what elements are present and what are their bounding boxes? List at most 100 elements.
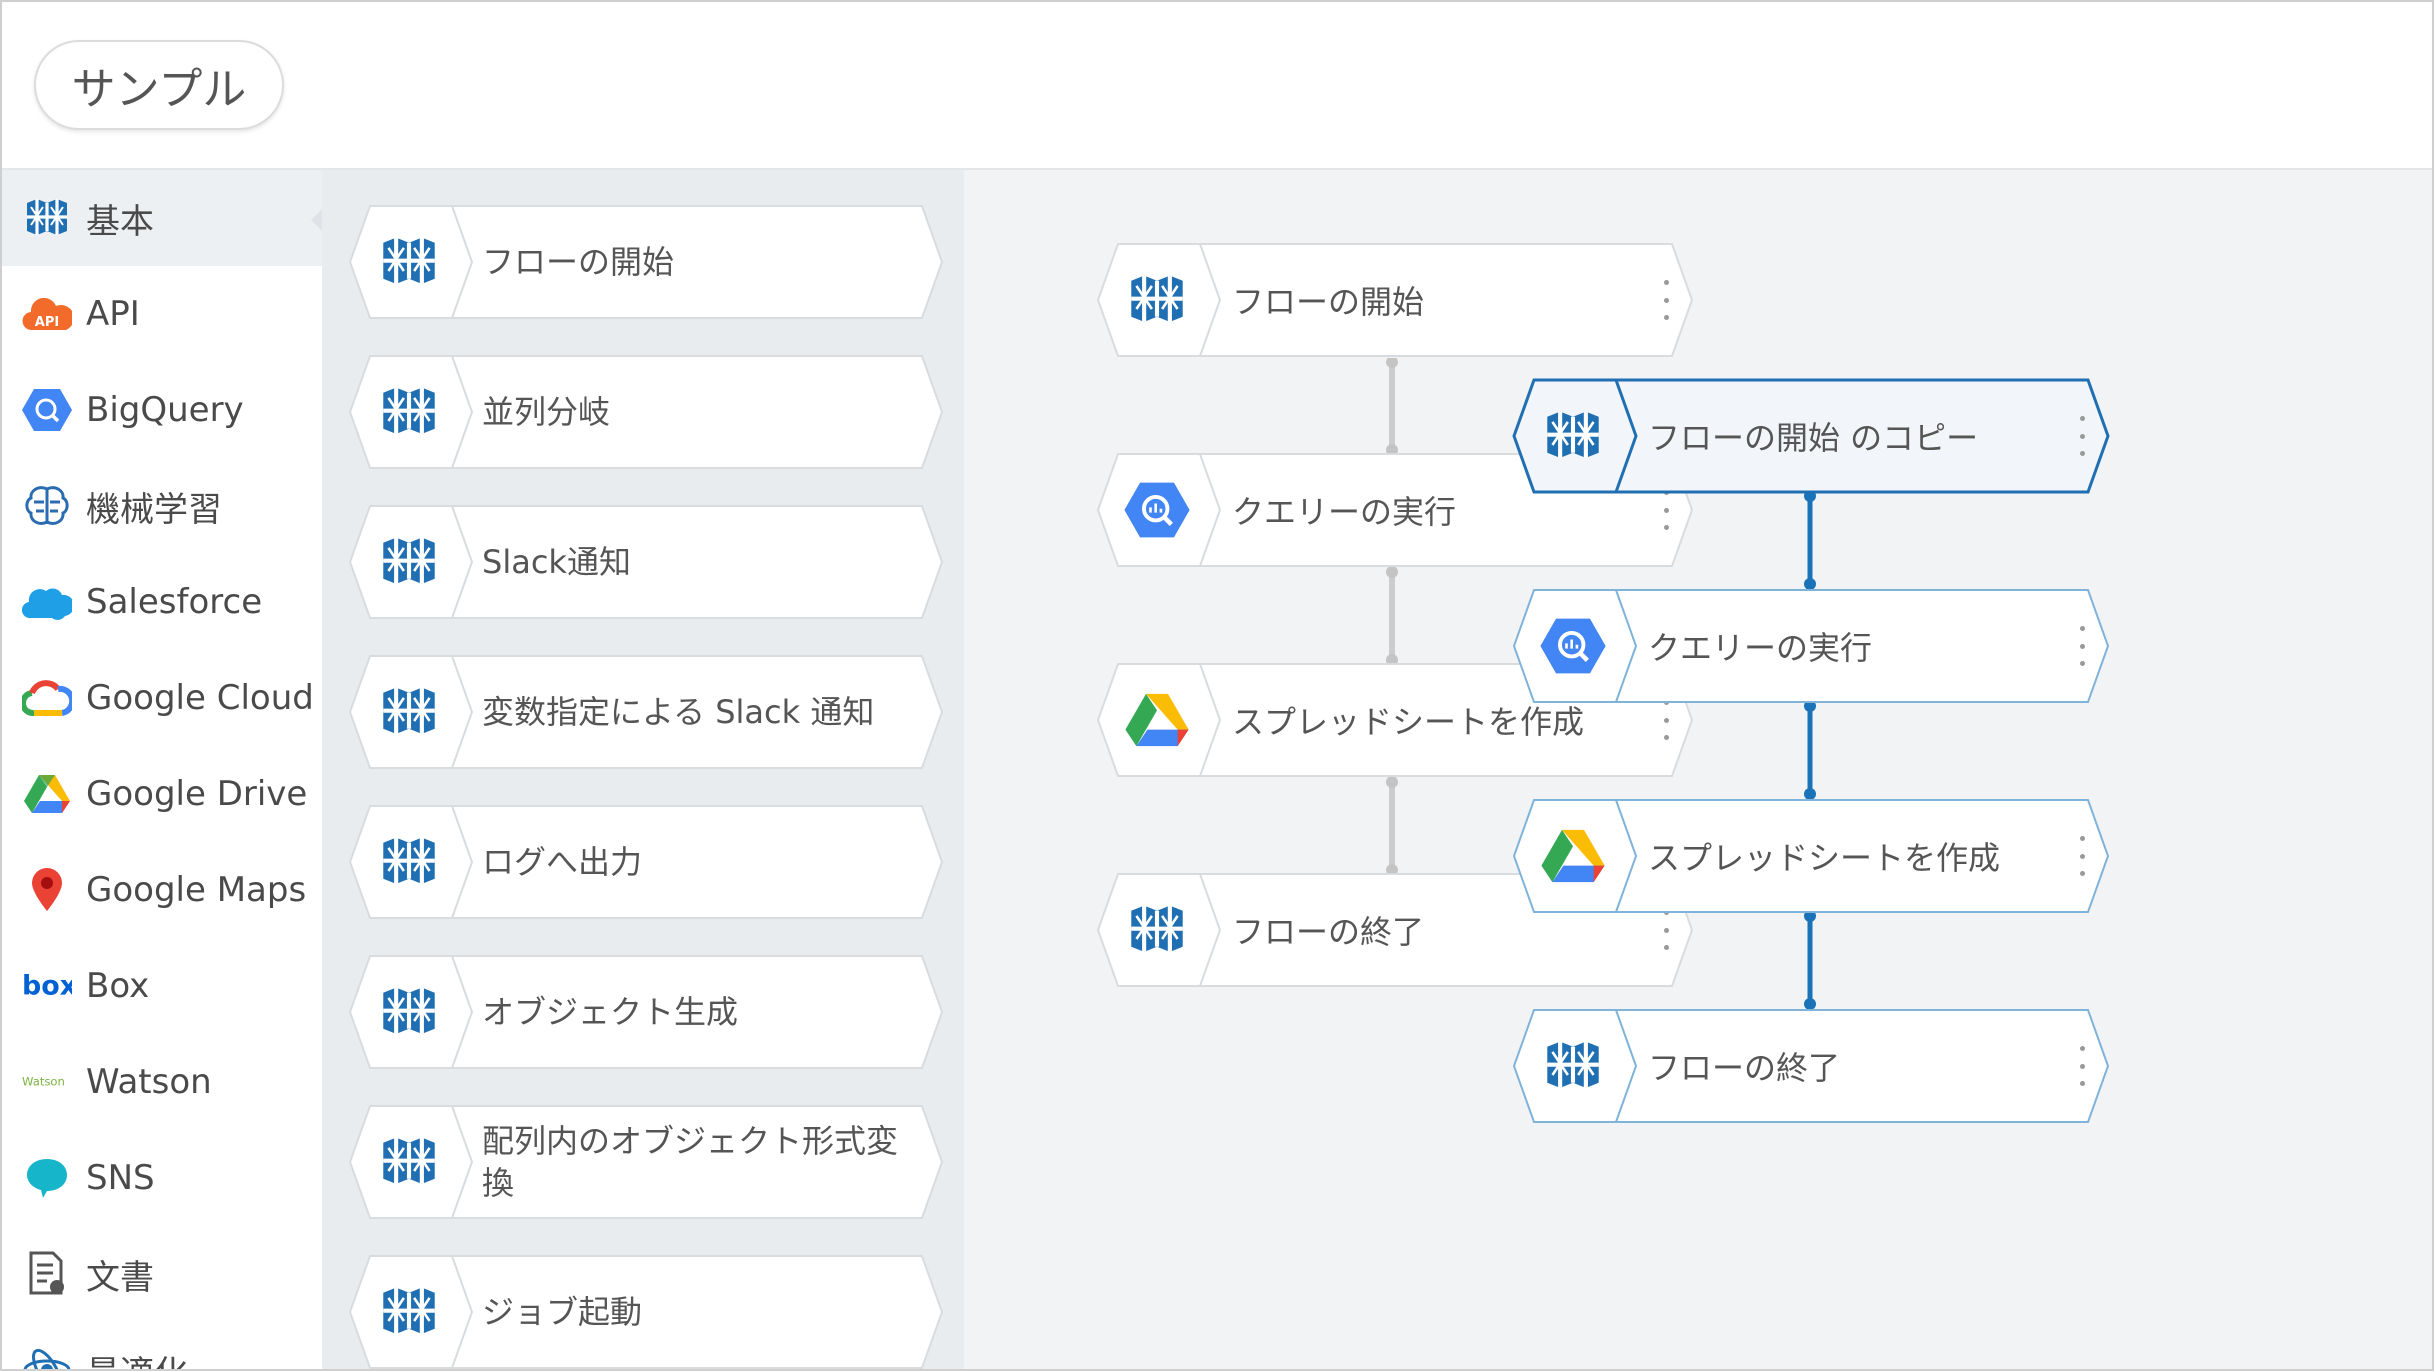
flow-node-label: スプレッドシートを作成 <box>1648 839 2001 877</box>
document-icon <box>22 1249 72 1299</box>
sidebar-item-label: 基本 <box>86 201 154 242</box>
more-vert-icon[interactable] <box>2072 1046 2092 1086</box>
basic-blocks-icon <box>22 193 72 243</box>
palette-item-label: ジョブ起動 <box>482 1293 643 1331</box>
svg-text:API: API <box>35 315 59 330</box>
basic-blocks-icon <box>378 233 440 291</box>
sidebar-item-label: Google Cloud <box>86 678 314 718</box>
flow-node-label: スプレッドシートを作成 <box>1232 703 1585 741</box>
palette-item-label: フローの開始 <box>482 243 675 281</box>
sidebar-item-label: Watson <box>86 1062 212 1102</box>
sidebar-item-google-cloud[interactable]: Google Cloud <box>2 650 322 746</box>
flow-node-end-copy[interactable]: フローの終了 <box>1512 1008 2110 1124</box>
sidebar-item-label: API <box>86 294 140 334</box>
more-vert-icon[interactable] <box>2072 416 2092 456</box>
sidebar-item-optimization[interactable]: 最適化 <box>2 1322 322 1369</box>
basic-blocks-icon <box>378 383 440 441</box>
basic-blocks-icon <box>378 983 440 1041</box>
sidebar-item-box[interactable]: box Box <box>2 938 322 1034</box>
google-drive-icon <box>1540 826 1606 886</box>
more-vert-icon[interactable] <box>2072 626 2092 666</box>
basic-blocks-icon <box>378 533 440 591</box>
sidebar-item-label: BigQuery <box>86 390 244 430</box>
flow-node-start-copy[interactable]: フローの開始 のコピー <box>1512 378 2110 494</box>
flow-node-start[interactable]: フローの開始 <box>1096 242 1694 358</box>
header-bar: サンプル <box>2 2 2432 170</box>
palette-item[interactable]: 変数指定による Slack 通知 <box>348 654 944 770</box>
palette-item-label: 変数指定による Slack 通知 <box>482 693 875 731</box>
chat-bubble-icon <box>22 1153 72 1203</box>
palette-item[interactable]: 並列分岐 <box>348 354 944 470</box>
component-palette: フローの開始 並列分岐 Slack通知 変数指定による Slack 通知 ログへ… <box>322 170 964 1369</box>
more-vert-icon[interactable] <box>1656 490 1676 530</box>
active-indicator <box>311 208 322 232</box>
palette-item-label: オブジェクト生成 <box>482 993 739 1031</box>
sidebar-item-label: 最適化 <box>86 1346 188 1370</box>
flow-node-spreadsheet-copy[interactable]: スプレッドシートを作成 <box>1512 798 2110 914</box>
salesforce-cloud-icon <box>22 577 72 627</box>
flow-node-label: クエリーの実行 <box>1648 629 1873 667</box>
sidebar-item-label: Salesforce <box>86 582 263 622</box>
tab-sample[interactable]: サンプル <box>34 40 284 130</box>
google-drive-icon <box>1124 690 1190 750</box>
flow-node-query-copy[interactable]: クエリーの実行 <box>1512 588 2110 704</box>
basic-blocks-icon <box>1126 901 1188 959</box>
more-vert-icon[interactable] <box>1656 910 1676 950</box>
palette-item[interactable]: Slack通知 <box>348 504 944 620</box>
palette-item[interactable]: ログへ出力 <box>348 804 944 920</box>
sidebar-item-documents[interactable]: 文書 <box>2 1226 322 1322</box>
palette-item[interactable]: フローの開始 <box>348 204 944 320</box>
flow-node-label: フローの終了 <box>1648 1049 1841 1087</box>
more-vert-icon[interactable] <box>1656 280 1676 320</box>
palette-item[interactable]: ジョブ起動 <box>348 1254 944 1369</box>
box-logo-icon: box <box>22 961 72 1011</box>
sidebar-item-google-drive[interactable]: Google Drive <box>2 746 322 842</box>
sidebar-item-bigquery[interactable]: BigQuery <box>2 362 322 458</box>
sidebar-item-machine-learning[interactable]: 機械学習 <box>2 458 322 554</box>
map-pin-icon <box>22 865 72 915</box>
svg-text:Watson: Watson <box>22 1075 65 1089</box>
sidebar-item-label: SNS <box>86 1158 155 1198</box>
bigquery-icon <box>1124 480 1190 540</box>
more-vert-icon[interactable] <box>1656 700 1676 740</box>
basic-blocks-icon <box>378 833 440 891</box>
google-cloud-icon <box>22 673 72 723</box>
api-cloud-icon: API <box>22 289 72 339</box>
flow-node-label: フローの終了 <box>1232 913 1425 951</box>
palette-item-label: Slack通知 <box>482 543 631 581</box>
palette-item[interactable]: オブジェクト生成 <box>348 954 944 1070</box>
google-drive-icon <box>22 769 72 819</box>
optimization-icon <box>22 1345 72 1369</box>
sidebar-item-label: Google Drive <box>86 774 308 814</box>
brain-icon <box>22 481 72 531</box>
sidebar-item-watson[interactable]: Watson Watson <box>2 1034 322 1130</box>
category-sidebar: 基本 API API BigQuery 機械学習 Salesforce <box>2 170 322 1369</box>
svg-text:box: box <box>22 971 72 1001</box>
bigquery-icon <box>1540 616 1606 676</box>
sidebar-item-label: 文書 <box>86 1257 154 1298</box>
sidebar-item-google-maps[interactable]: Google Maps <box>2 842 322 938</box>
sidebar-item-label: 機械学習 <box>86 489 222 530</box>
flow-node-label: フローの開始 <box>1232 283 1425 321</box>
flow-canvas[interactable]: フローの開始 クエリーの実行 スプレッドシートを作成 フローの終了 <box>964 170 2432 1369</box>
watson-logo-icon: Watson <box>22 1057 72 1107</box>
basic-blocks-icon <box>1126 271 1188 329</box>
sidebar-item-salesforce[interactable]: Salesforce <box>2 554 322 650</box>
palette-item[interactable]: 配列内のオブジェクト形式変換 <box>348 1104 944 1220</box>
basic-blocks-icon <box>378 1133 440 1191</box>
basic-blocks-icon <box>1542 407 1604 465</box>
basic-blocks-icon <box>378 1283 440 1341</box>
bigquery-icon <box>22 385 72 435</box>
flow-node-label: フローの開始 のコピー <box>1648 419 1979 457</box>
palette-item-label: 配列内のオブジェクト形式変換 <box>482 1122 899 1202</box>
sidebar-item-sns[interactable]: SNS <box>2 1130 322 1226</box>
basic-blocks-icon <box>378 683 440 741</box>
palette-item-label: 並列分岐 <box>482 393 611 431</box>
sidebar-item-label: Box <box>86 966 150 1006</box>
sidebar-item-basic[interactable]: 基本 <box>2 170 322 266</box>
sidebar-item-label: Google Maps <box>86 870 307 910</box>
basic-blocks-icon <box>1542 1037 1604 1095</box>
more-vert-icon[interactable] <box>2072 836 2092 876</box>
sidebar-item-api[interactable]: API API <box>2 266 322 362</box>
